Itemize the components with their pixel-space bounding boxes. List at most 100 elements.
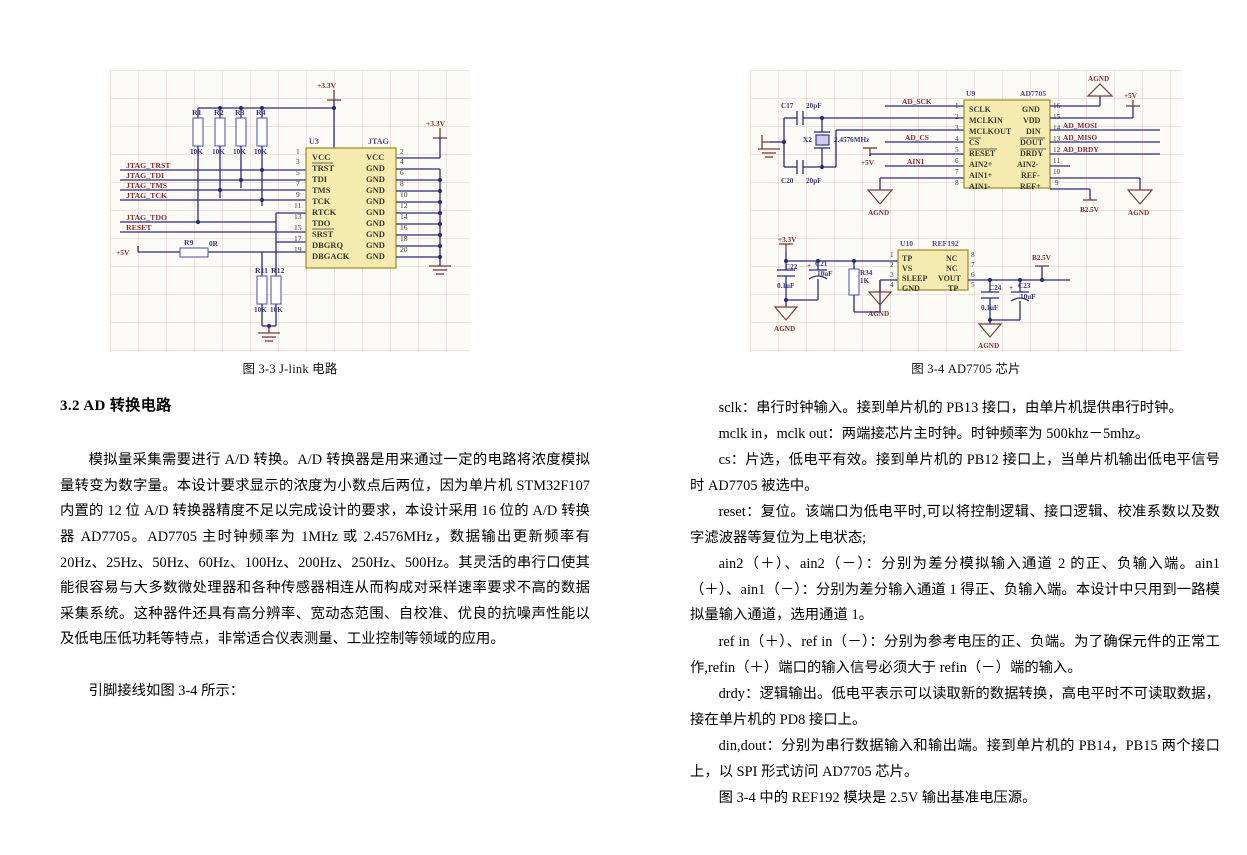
ad7705-schematic-canvas: .w2 { stroke:#2b2b7a; stroke-width:1.3; … [750, 70, 1182, 352]
svg-text:14: 14 [400, 212, 408, 221]
svg-text:AGND: AGND [1128, 209, 1149, 217]
svg-text:VDD: VDD [1023, 116, 1041, 125]
svg-text:R9: R9 [184, 238, 194, 247]
svg-text:R34: R34 [860, 269, 873, 277]
svg-text:+3.3V: +3.3V [778, 236, 797, 244]
svg-text:AGND: AGND [1088, 75, 1109, 83]
svg-text:R11: R11 [255, 266, 268, 275]
svg-text:+: + [807, 262, 811, 270]
svg-text:10K: 10K [233, 148, 246, 156]
svg-text:JTAG: JTAG [368, 137, 389, 146]
u3-left-pins: 1 VCC 3 TRST 5 TDI 7 TMS 9 TCK 11 RTCK 1… [294, 147, 350, 261]
svg-text:1K: 1K [860, 277, 870, 285]
svg-text:U10: U10 [900, 239, 913, 248]
svg-text:AD_MOSI: AD_MOSI [1063, 121, 1097, 130]
svg-text:+5V: +5V [116, 248, 130, 257]
svg-text:15: 15 [294, 223, 302, 232]
svg-text:C17: C17 [781, 102, 794, 110]
svg-text:TMS: TMS [312, 185, 331, 195]
svg-text:REF+: REF+ [1020, 182, 1041, 191]
figure-3-4: .w2 { stroke:#2b2b7a; stroke-width:1.3; … [750, 70, 1182, 376]
svg-text:2.4576MHz: 2.4576MHz [834, 136, 870, 144]
svg-text:5: 5 [296, 168, 300, 177]
svg-text:RESET: RESET [126, 223, 152, 232]
svg-text:CS: CS [969, 138, 980, 147]
right-paragraph-6: ref in（＋）、ref in（－）：分别为参考电压的正、负端。为了确保元件的… [690, 634, 1220, 676]
svg-text:C24: C24 [989, 284, 1002, 292]
svg-text:MCLKIN: MCLKIN [969, 116, 1003, 125]
svg-text:GND: GND [366, 207, 385, 217]
svg-text:C23: C23 [1018, 282, 1031, 290]
svg-text:14: 14 [1053, 124, 1061, 132]
svg-text:U9: U9 [966, 89, 975, 98]
svg-text:7: 7 [971, 261, 975, 269]
svg-text:DBGACK: DBGACK [312, 251, 350, 261]
svg-text:GND: GND [366, 196, 385, 206]
svg-text:GND: GND [902, 284, 920, 293]
svg-text:18: 18 [400, 234, 408, 243]
u3-right-pins: 2 VCC 4 GND 6 GND 8 GND 10 GND 12 GND 14… [366, 147, 408, 261]
svg-text:8: 8 [971, 251, 975, 259]
svg-text:DOUT: DOUT [1020, 138, 1044, 147]
svg-text:AIN1-: AIN1- [969, 182, 991, 191]
svg-text:13: 13 [1053, 135, 1061, 143]
svg-text:+3.3V: +3.3V [426, 119, 446, 128]
svg-text:GND: GND [1022, 105, 1040, 114]
svg-text:11: 11 [294, 201, 301, 210]
svg-text:GND: GND [366, 251, 385, 261]
svg-text:GND: GND [366, 163, 385, 173]
svg-text:SLEEP: SLEEP [902, 274, 927, 283]
svg-text:10K: 10K [254, 306, 267, 314]
svg-text:GND: GND [366, 240, 385, 250]
svg-text:GND: GND [366, 218, 385, 228]
svg-text:16: 16 [400, 223, 408, 232]
svg-text:5: 5 [971, 281, 975, 289]
svg-text:TRST: TRST [312, 163, 335, 173]
svg-text:RESET: RESET [969, 149, 996, 158]
svg-text:13: 13 [294, 212, 302, 221]
svg-text:0.1uF: 0.1uF [777, 282, 795, 290]
svg-text:NC: NC [946, 254, 958, 263]
svg-text:12: 12 [1053, 146, 1061, 154]
svg-text:MCLKOUT: MCLKOUT [969, 127, 1012, 136]
svg-text:11: 11 [1053, 157, 1060, 165]
svg-text:SCLK: SCLK [969, 105, 992, 114]
svg-text:C21: C21 [815, 260, 828, 268]
svg-text:NC: NC [946, 264, 958, 273]
svg-text:20: 20 [400, 245, 408, 254]
right-paragraph-8: din,dout：分别为串行数据输入和输出端。接到单片机的 PB14，PB15 … [690, 738, 1220, 780]
svg-text:AIN1: AIN1 [907, 157, 925, 166]
svg-text:AD_SCK: AD_SCK [902, 97, 932, 106]
svg-text:VS: VS [902, 264, 913, 273]
svg-text:1: 1 [890, 251, 894, 259]
svg-text:10K: 10K [190, 148, 203, 156]
svg-text:0.1uF: 0.1uF [981, 304, 999, 312]
svg-text:GND: GND [366, 185, 385, 195]
svg-text:AIN1+: AIN1+ [969, 171, 993, 180]
svg-text:17: 17 [294, 234, 302, 243]
svg-text:2: 2 [955, 113, 959, 121]
svg-text:10K: 10K [212, 148, 225, 156]
svg-text:0R: 0R [209, 240, 219, 248]
svg-text:U3: U3 [309, 137, 319, 146]
svg-text:10uF: 10uF [1020, 293, 1036, 301]
svg-text:AD_MISO: AD_MISO [1063, 133, 1097, 142]
svg-text:+5V: +5V [1124, 92, 1138, 100]
svg-text:TDI: TDI [312, 174, 328, 184]
svg-text:R3: R3 [235, 108, 245, 117]
svg-text:6: 6 [955, 157, 959, 165]
right-paragraph-5: ain2（＋）、ain2（－）：分别为差分模拟输入通道 2 的正、负输入端。ai… [690, 556, 1220, 624]
right-paragraph-1: sclk：串行时钟输入。接到单片机的 PB13 接口，由单片机提供串行时钟。 [718, 400, 1183, 417]
svg-text:R2: R2 [214, 108, 224, 117]
svg-text:9: 9 [1055, 179, 1059, 187]
svg-text:2: 2 [890, 261, 894, 269]
svg-text:6: 6 [971, 271, 975, 279]
svg-text:19: 19 [294, 245, 302, 254]
jlink-schematic-canvas: .w { stroke:#2b2b7a; stroke-width:1.3; f… [110, 70, 470, 352]
svg-text:AGND: AGND [978, 342, 999, 350]
svg-text:R1: R1 [192, 108, 202, 117]
right-paragraph-9: 图 3-4 中的 REF192 模块是 2.5V 输出基准电压源。 [718, 790, 1037, 807]
u10-left-pins: 1 TP 2 VS 3 SLEEP 4 GND [890, 251, 927, 293]
svg-text:12: 12 [400, 201, 408, 210]
